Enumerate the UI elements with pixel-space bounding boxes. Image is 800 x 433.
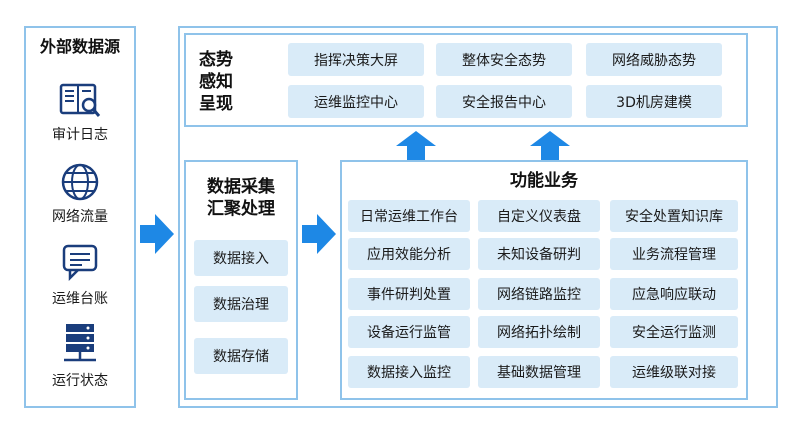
collection-item[interactable]: 数据接入 bbox=[194, 240, 288, 276]
audit-log-icon bbox=[58, 80, 102, 120]
situation-item[interactable]: 3D机房建模 bbox=[586, 85, 722, 118]
situation-title-line: 呈现 bbox=[199, 94, 233, 114]
collection-title-line: 汇聚处理 bbox=[207, 199, 275, 219]
business-item[interactable]: 运维级联对接 bbox=[610, 356, 738, 388]
collection-title-line: 数据采集 bbox=[207, 177, 275, 197]
situation-item[interactable]: 运维监控中心 bbox=[288, 85, 424, 118]
source-label-traffic: 网络流量 bbox=[52, 209, 108, 225]
arrow-right-icon bbox=[140, 214, 174, 254]
arrow-up-icon bbox=[530, 131, 570, 161]
collection-title: 数据采集 汇聚处理 bbox=[186, 176, 296, 220]
external-sources-title: 外部数据源 bbox=[39, 37, 120, 56]
business-item[interactable]: 网络拓扑绘制 bbox=[478, 316, 600, 348]
arrow-up-icon bbox=[396, 131, 436, 161]
business-item[interactable]: 基础数据管理 bbox=[478, 356, 600, 388]
business-item[interactable]: 应用效能分析 bbox=[348, 238, 470, 270]
situation-item[interactable]: 指挥决策大屏 bbox=[288, 43, 424, 76]
business-item[interactable]: 未知设备研判 bbox=[478, 238, 600, 270]
business-item[interactable]: 设备运行监管 bbox=[348, 316, 470, 348]
situation-item[interactable]: 网络威胁态势 bbox=[586, 43, 722, 76]
chat-ledger-icon bbox=[60, 242, 100, 282]
business-panel: 功能业务 日常运维工作台 自定义仪表盘 安全处置知识库 应用效能分析 未知设备研… bbox=[340, 160, 748, 400]
server-icon bbox=[60, 322, 100, 364]
source-label-ledger: 运维台账 bbox=[52, 291, 108, 307]
business-item[interactable]: 日常运维工作台 bbox=[348, 200, 470, 232]
business-item[interactable]: 安全处置知识库 bbox=[610, 200, 738, 232]
source-label-status: 运行状态 bbox=[52, 373, 108, 389]
situation-title-line: 态势 bbox=[199, 50, 233, 70]
business-item[interactable]: 业务流程管理 bbox=[610, 238, 738, 270]
business-item[interactable]: 安全运行监测 bbox=[610, 316, 738, 348]
business-item[interactable]: 数据接入监控 bbox=[348, 356, 470, 388]
globe-icon bbox=[60, 162, 100, 202]
situation-title-line: 感知 bbox=[199, 72, 233, 92]
collection-panel: 数据采集 汇聚处理 数据接入 数据治理 数据存储 bbox=[184, 160, 298, 400]
situation-item[interactable]: 安全报告中心 bbox=[436, 85, 572, 118]
business-item[interactable]: 事件研判处置 bbox=[348, 278, 470, 310]
business-item[interactable]: 自定义仪表盘 bbox=[478, 200, 600, 232]
situation-item[interactable]: 整体安全态势 bbox=[436, 43, 572, 76]
external-sources-panel: 外部数据源 审计日志 网络流量 bbox=[24, 26, 136, 408]
source-label-audit: 审计日志 bbox=[52, 127, 108, 143]
situation-title: 态势 感知 呈现 bbox=[196, 49, 236, 115]
collection-item[interactable]: 数据治理 bbox=[194, 286, 288, 322]
business-title: 功能业务 bbox=[510, 171, 578, 191]
business-item[interactable]: 网络链路监控 bbox=[478, 278, 600, 310]
arrow-right-icon bbox=[302, 214, 336, 254]
collection-item[interactable]: 数据存储 bbox=[194, 338, 288, 374]
situation-panel: 态势 感知 呈现 指挥决策大屏 整体安全态势 网络威胁态势 运维监控中心 安全报… bbox=[184, 33, 748, 127]
business-item[interactable]: 应急响应联动 bbox=[610, 278, 738, 310]
